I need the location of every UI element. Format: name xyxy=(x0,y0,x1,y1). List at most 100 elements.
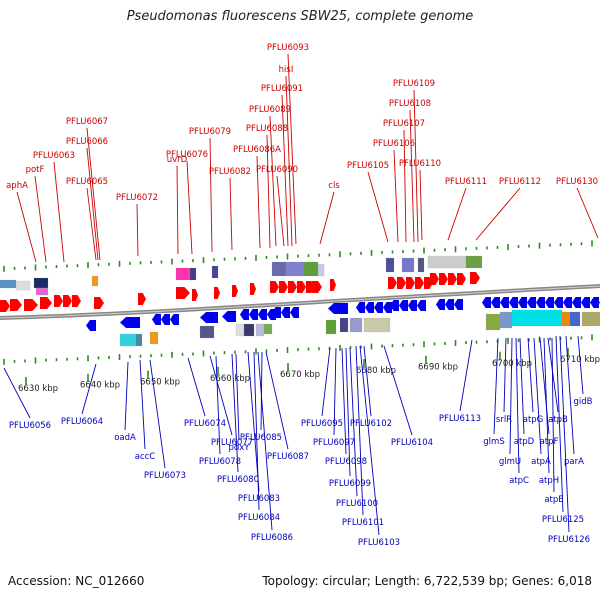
bottom-gene-label: PFLU6095 xyxy=(301,419,343,429)
forward-gene-arrow xyxy=(10,299,22,311)
bottom-gene-label: PFLU6104 xyxy=(391,438,433,448)
forward-gene-arrow xyxy=(54,295,63,307)
reverse-gene-arrow xyxy=(590,297,599,308)
reverse-gene-arrow xyxy=(120,317,140,328)
bottom-gene-label: PFLU6086 xyxy=(251,533,293,543)
reverse-gene-arrow xyxy=(328,303,348,314)
bottom-gene-label: gidB xyxy=(574,397,593,407)
top-label-leader xyxy=(136,203,139,257)
feature-box xyxy=(149,331,159,345)
top-label-leader xyxy=(86,147,99,261)
top-gene-label: PFLU6090 xyxy=(256,165,298,175)
bottom-label-leader xyxy=(124,361,129,431)
forward-gene-arrow xyxy=(297,281,306,293)
bottom-gene-label: PFLU6125 xyxy=(542,515,584,525)
feature-box xyxy=(401,257,415,273)
bottom-label-leader xyxy=(547,337,559,413)
reverse-gene-arrow xyxy=(445,299,454,310)
forward-gene-arrow xyxy=(470,272,480,284)
reverse-gene-arrow xyxy=(545,297,554,308)
reverse-gene-arrow xyxy=(272,307,281,318)
top-label-leader xyxy=(413,89,419,243)
top-label-leader xyxy=(319,191,335,245)
top-label-leader xyxy=(419,169,423,241)
top-gene-label: PFLU6086A xyxy=(233,145,281,155)
feature-box xyxy=(91,275,99,287)
bottom-label-leader xyxy=(253,351,260,511)
bottom-gene-label: PFLU6078 xyxy=(199,457,241,467)
forward-gene-arrow xyxy=(192,289,198,301)
forward-gene-arrow xyxy=(415,277,424,289)
reverse-gene-arrow xyxy=(365,302,374,313)
bottom-gene-label: glmS xyxy=(483,437,504,447)
reverse-gene-arrow xyxy=(417,300,426,311)
top-label-leader xyxy=(86,127,101,261)
bottom-gene-label: PFLU6099 xyxy=(329,479,371,489)
kbp-scale-label: 6670 kbp xyxy=(280,370,320,380)
top-label-leader xyxy=(285,75,293,247)
reverse-gene-arrow xyxy=(161,314,170,325)
bottom-label-leader xyxy=(187,357,206,417)
reverse-gene-arrow xyxy=(482,297,491,308)
reverse-gene-arrow xyxy=(509,297,518,308)
reverse-gene-arrow xyxy=(563,297,572,308)
feature-box xyxy=(417,257,425,273)
feature-box xyxy=(363,317,391,333)
feature-box xyxy=(499,311,513,329)
kbp-scale-label: 6630 kbp xyxy=(18,384,58,394)
forward-gene-arrow xyxy=(0,300,10,312)
top-label-leader xyxy=(229,177,233,251)
feature-box xyxy=(119,333,137,347)
top-gene-label: PFLU6076 xyxy=(166,150,208,160)
reverse-gene-arrow xyxy=(390,300,399,311)
top-gene-label: PFLU6106 xyxy=(373,139,415,149)
top-label-leader xyxy=(209,137,213,253)
kbp-scale-label: 6640 kbp xyxy=(80,381,120,391)
bottom-gene-label: PFLU6087 xyxy=(267,452,309,462)
feature-box xyxy=(465,255,483,269)
bottom-gene-label: pdxY xyxy=(228,443,250,453)
reverse-gene-arrow xyxy=(436,299,445,310)
accession-text: Accession: NC_012660 xyxy=(8,574,145,588)
bottom-gene-label: PFLU6073 xyxy=(144,471,186,481)
feature-box xyxy=(263,323,273,335)
bottom-gene-label: PFLU6085 xyxy=(240,433,282,443)
bottom-label-leader xyxy=(533,337,542,455)
reverse-gene-arrow xyxy=(572,297,581,308)
reverse-gene-arrow xyxy=(222,311,236,322)
top-gene-label: PFLU6112 xyxy=(499,177,541,187)
top-gene-label: PFLU6066 xyxy=(66,137,108,147)
bottom-gene-label: PFLU6098 xyxy=(325,457,367,467)
feature-box xyxy=(0,279,17,289)
topology-text: Topology: circular; Length: 6,722,539 bp… xyxy=(262,574,592,588)
kbp-scale-label: 6700 kbp xyxy=(492,359,532,369)
top-gene-label: potF xyxy=(26,165,45,175)
top-gene-label: PFLU6110 xyxy=(399,159,441,169)
bottom-gene-label: glmU xyxy=(499,457,521,467)
reverse-gene-arrow xyxy=(500,297,509,308)
bottom-label-leader xyxy=(519,337,525,435)
feature-box xyxy=(235,323,245,337)
feature-box xyxy=(285,261,305,277)
reverse-gene-arrow xyxy=(240,309,249,320)
reverse-gene-arrow xyxy=(356,302,365,313)
top-label-leader xyxy=(269,115,277,247)
forward-gene-arrow xyxy=(270,281,279,293)
top-gene-label: cls xyxy=(328,181,340,191)
forward-gene-arrow xyxy=(40,297,52,309)
forward-gene-arrow xyxy=(330,279,336,291)
top-gene-label: uvrD xyxy=(167,155,188,165)
bottom-label-leader xyxy=(81,363,97,415)
top-label-leader xyxy=(409,109,415,243)
reverse-gene-arrow xyxy=(454,299,463,310)
feature-box xyxy=(511,309,563,327)
forward-gene-arrow xyxy=(448,273,457,285)
feature-box xyxy=(33,277,49,289)
forward-gene-arrow xyxy=(288,281,297,293)
top-label-leader xyxy=(367,171,389,243)
bottom-label-leader xyxy=(539,337,550,435)
top-gene-label: PFLU6111 xyxy=(445,177,487,187)
bottom-gene-label: atpF xyxy=(540,437,559,447)
feature-box xyxy=(175,267,191,281)
